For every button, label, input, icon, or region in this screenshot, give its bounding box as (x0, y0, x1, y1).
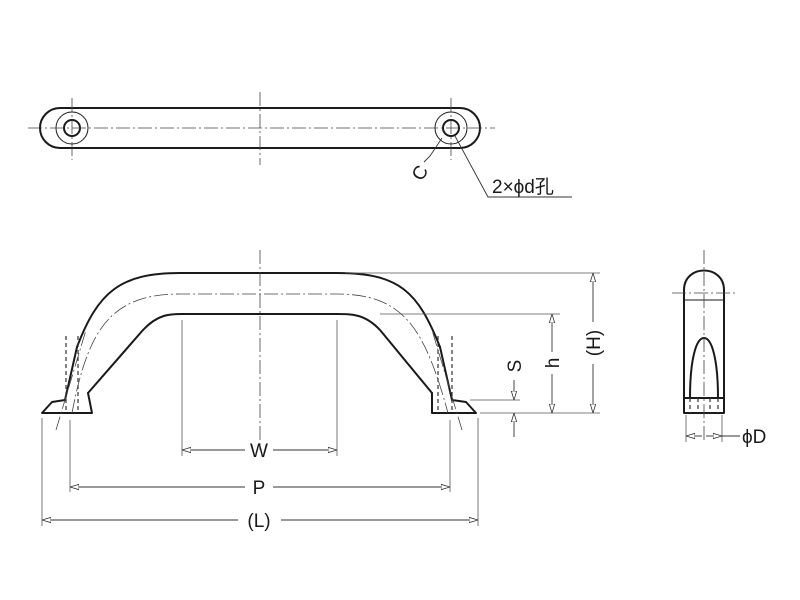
h-inner-label: h (543, 358, 564, 369)
handle-outer-arch (76, 272, 441, 348)
side-view: ϕD (672, 250, 766, 448)
w-label: W (250, 441, 268, 462)
l-label: (L) (247, 511, 270, 532)
h-total-label: (H) (584, 330, 605, 356)
top-view: C 2×ϕd孔 (28, 92, 572, 198)
s-label: S (505, 360, 526, 373)
chamfer-leader (423, 137, 443, 163)
handle-inner-arch (87, 313, 433, 394)
p-label: P (253, 478, 266, 499)
chamfer-label: C (408, 162, 433, 184)
left-foot (41, 392, 93, 414)
side-view-outline (683, 269, 725, 414)
left-axis-line (55, 329, 87, 431)
left-leg-outer (64, 346, 78, 401)
arch-centerline (71, 293, 449, 414)
right-foot (431, 392, 477, 414)
holes-leader (454, 135, 572, 198)
holes-label: 2×ϕd孔 (492, 176, 554, 198)
right-axis-line (431, 329, 463, 431)
front-view: W P (L) (H) h S (41, 250, 605, 532)
d-label: ϕD (742, 427, 766, 448)
